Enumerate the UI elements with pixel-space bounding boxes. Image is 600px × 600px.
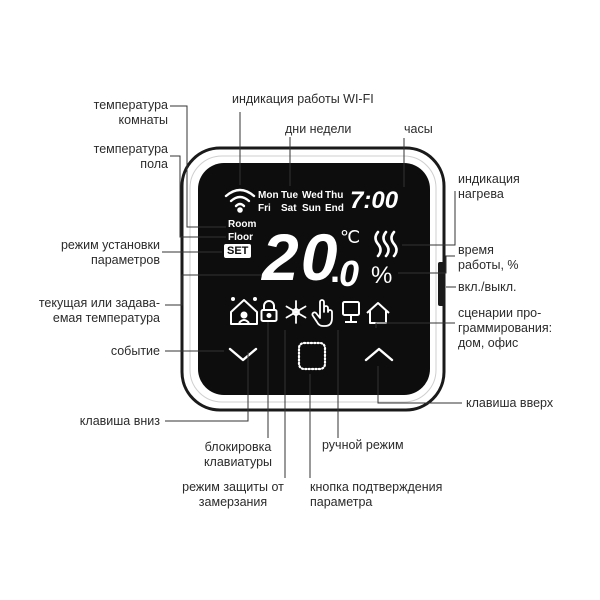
day-sun: Sun [302,203,321,214]
label-confirm-key: кнопка подтверждения параметра [310,480,443,509]
label-room-temperature: температура комнаты [93,98,168,127]
label-event: событие [110,344,160,358]
label-manual-mode: ручной режим [322,438,404,452]
label-wifi: индикация работы WI-FI [232,92,374,106]
label-weekdays: дни недели [285,122,352,136]
label-scenarios: сценарии про- граммирования: дом, офис [458,306,553,350]
hand-icon [311,299,333,327]
leader-lines [162,105,462,478]
screen [198,163,430,395]
temperature-decimal: 0 [339,253,360,294]
day-tue: Tue [281,190,299,201]
snowflake-icon [285,300,307,324]
floor-indicator: Floor [228,232,253,243]
device-frame [189,155,437,403]
label-floor-temperature: температура пола [93,142,168,171]
temperature-dot: . [330,249,341,290]
power-side-button [438,262,445,306]
office-icon [342,301,360,323]
day-fri: Fri [258,203,271,214]
day-end: End [325,203,344,214]
label-power: вкл./выкл. [458,280,517,294]
label-frost-protection: режим защиты от замерзания [182,480,284,509]
temperature-main: 20 [262,220,340,294]
label-heating: индикация нагрева [458,172,520,201]
label-keyboard-lock: блокировка клавиатуры [203,440,273,469]
label-key-down: клавиша вниз [79,414,160,428]
label-key-up: клавиша вверх [466,396,554,410]
down-key-icon [228,347,258,362]
day-thu: Thu [325,190,344,201]
label-set-mode: режим установки параметров [60,238,160,267]
celsius-unit: ℃ [340,227,361,247]
label-current-temperature: текущая или задава- емая температура [38,296,160,325]
day-wed: Wed [302,190,323,201]
lock-icon [260,300,278,322]
set-badge: SET [224,244,252,258]
label-work-time: время работы, % [458,243,519,272]
day-sat: Sat [281,203,297,214]
percent-sign: % [371,262,393,289]
clock-time: 7:00 [350,187,399,214]
day-mon: Mon [258,190,279,201]
up-key-icon [364,347,394,362]
heating-icon [374,230,398,258]
room-indicator: Room [228,219,257,230]
confirm-key-icon [297,341,327,371]
wifi-icon [224,188,256,213]
label-clock: часы [404,122,433,136]
event-house-icon [230,297,258,325]
